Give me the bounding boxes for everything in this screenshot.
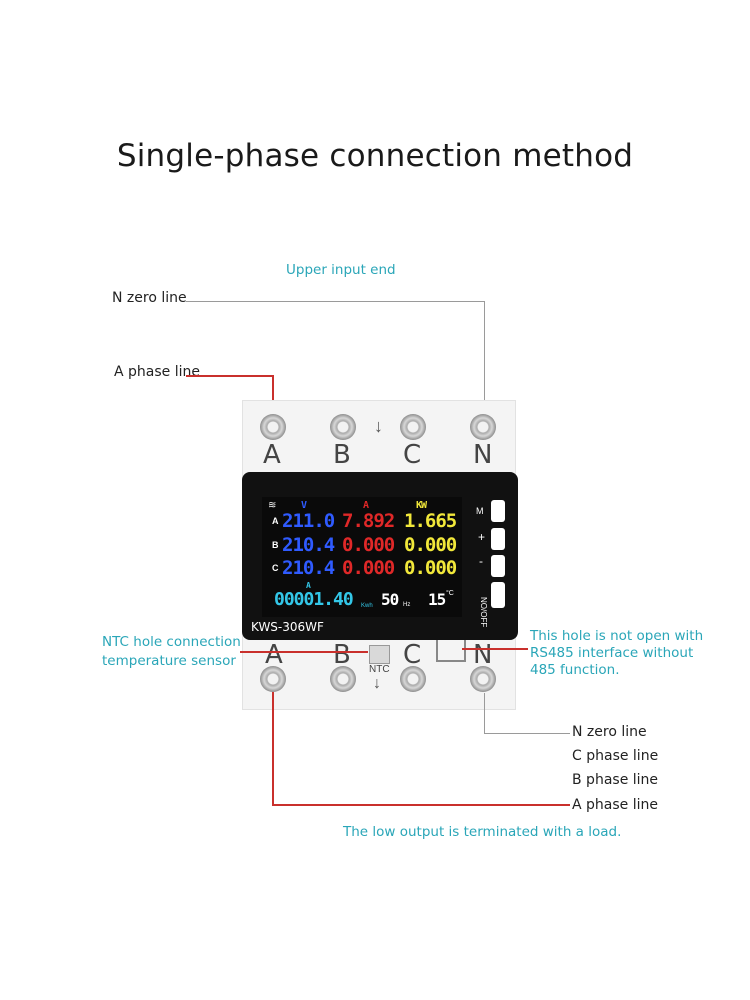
plus-button[interactable] <box>491 528 505 550</box>
on-off-button[interactable] <box>491 582 505 608</box>
screw-top-b <box>330 414 356 440</box>
button-m-label: M <box>476 506 484 516</box>
m-button[interactable] <box>491 500 505 522</box>
terminal-bottom-a: A <box>265 640 283 670</box>
n-zero-line-bottom-label: N zero line <box>572 724 647 740</box>
phase-label-b: B <box>272 540 279 550</box>
voltage-a: 211.0 <box>282 510 335 532</box>
n-zero-line-top-label: N zero line <box>112 290 187 306</box>
terminal-top-n: N <box>473 440 493 470</box>
model-label: KWS-306WF <box>251 620 324 634</box>
terminal-bottom-n: N <box>473 640 493 670</box>
rs485-port <box>436 640 466 662</box>
terminal-bottom-b: B <box>333 640 351 670</box>
rs485-port-gap <box>446 640 452 648</box>
button-plus-label: + <box>478 530 486 544</box>
energy-unit: Kwh <box>361 603 373 609</box>
screw-bottom-b <box>330 666 356 692</box>
frequency-reading: 50 <box>381 590 399 609</box>
temperature-reading: 15 <box>428 590 446 609</box>
page-title: Single-phase connection method <box>116 138 634 174</box>
ntc-port <box>369 645 390 664</box>
b-phase-line-bottom-label: B phase line <box>572 772 659 788</box>
ntc-pointer-line <box>240 651 368 653</box>
n-zero-wire-bottom-vertical <box>484 693 485 734</box>
energy-header: A <box>306 581 311 590</box>
a-phase-wire-bottom-horizontal <box>272 804 570 806</box>
screw-top-c <box>400 414 426 440</box>
n-zero-wire-top-horizontal <box>186 301 484 302</box>
temperature-unit: °C <box>446 590 454 597</box>
n-zero-wire-bottom-horizontal <box>484 733 570 734</box>
current-a: 7.892 <box>342 510 395 532</box>
a-phase-wire-bottom-vertical <box>272 692 274 805</box>
rs485-pointer-line <box>462 648 528 650</box>
screw-bottom-n <box>470 666 496 692</box>
screw-top-a <box>260 414 286 440</box>
rs485-annotation-line1: This hole is not open with <box>530 628 704 644</box>
ntc-label: NTC <box>369 664 390 675</box>
energy-reading: 00001.40 <box>274 589 354 610</box>
down-arrow-icon: ↓ <box>374 416 383 436</box>
wifi-icon: ≋ <box>268 500 277 511</box>
ntc-annotation-line1: NTC hole connection <box>102 634 241 650</box>
terminal-top-b: B <box>333 440 351 470</box>
terminal-top-a: A <box>263 440 281 470</box>
ntc-down-arrow-icon: ↓ <box>373 675 381 692</box>
a-phase-line-top-label: A phase line <box>114 364 200 380</box>
screw-bottom-c <box>400 666 426 692</box>
terminal-bottom-c: C <box>403 640 422 670</box>
current-c: 0.000 <box>342 557 395 579</box>
upper-input-label: Upper input end <box>286 262 396 278</box>
frequency-unit: Hz <box>403 602 411 608</box>
rs485-annotation-line2: RS485 interface without <box>530 645 694 661</box>
phase-label-c: C <box>272 563 279 573</box>
voltage-unit: V <box>301 500 307 511</box>
power-unit: KW <box>416 500 427 511</box>
voltage-b: 210.4 <box>282 534 335 556</box>
rs485-annotation-line3: 485 function. <box>530 662 620 678</box>
ntc-annotation-line2: temperature sensor <box>102 653 236 669</box>
minus-button[interactable] <box>491 555 505 577</box>
voltage-c: 210.4 <box>282 557 335 579</box>
n-zero-wire-top-vertical <box>484 301 485 425</box>
power-a: 1.665 <box>404 510 457 532</box>
low-output-label: The low output is terminated with a load… <box>343 824 622 840</box>
a-phase-wire-top-horizontal <box>186 375 273 377</box>
phase-label-a: A <box>272 516 279 526</box>
lcd-screen <box>262 497 462 617</box>
button-onoff-label: NO/OFF <box>479 597 488 628</box>
button-minus-label: - <box>479 554 483 568</box>
current-unit: A <box>363 500 369 511</box>
current-b: 0.000 <box>342 534 395 556</box>
screw-top-n <box>470 414 496 440</box>
terminal-top-c: C <box>403 440 422 470</box>
screw-bottom-a <box>260 666 286 692</box>
a-phase-line-bottom-label: A phase line <box>572 797 658 813</box>
power-b: 0.000 <box>404 534 457 556</box>
c-phase-line-bottom-label: C phase line <box>572 748 659 764</box>
power-c: 0.000 <box>404 557 457 579</box>
